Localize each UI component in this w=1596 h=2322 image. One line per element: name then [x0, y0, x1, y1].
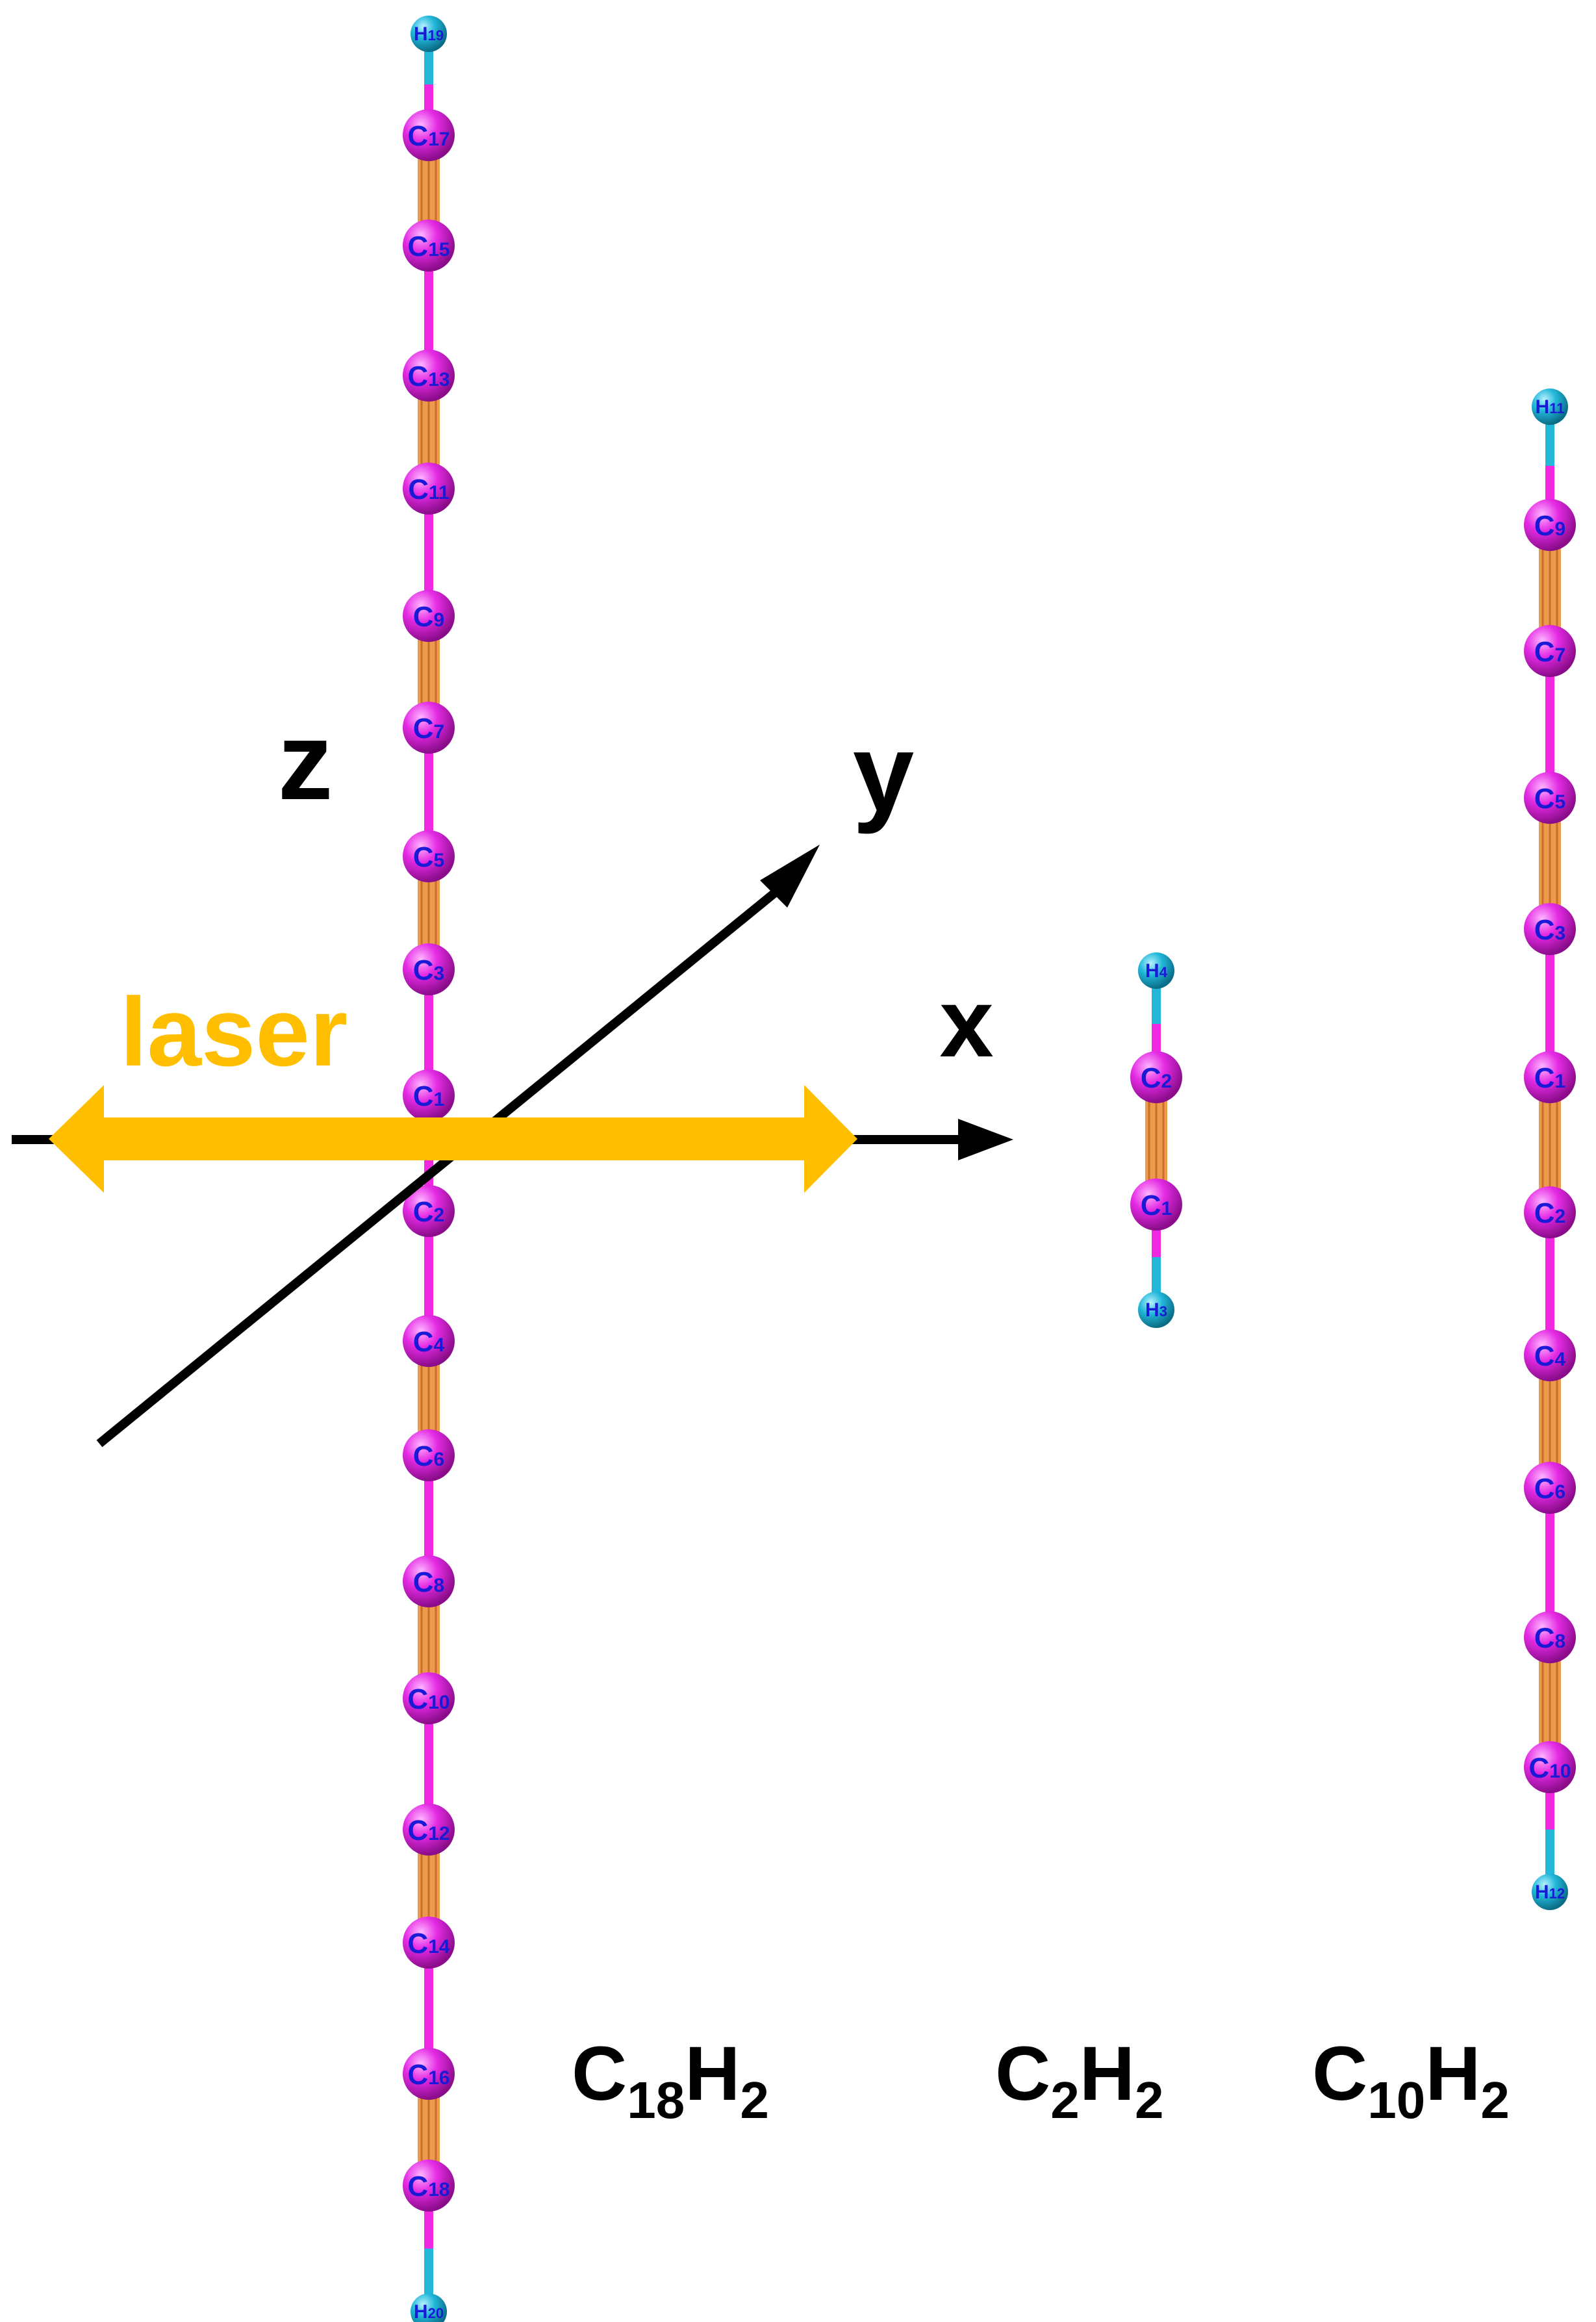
carbon-atom	[403, 1315, 455, 1367]
z-axis-label: z	[278, 700, 333, 823]
carbon-atom	[1524, 1051, 1576, 1103]
atom-label: C7	[413, 713, 444, 745]
carbon-atom	[403, 2160, 455, 2212]
atom-label: H20	[414, 2301, 444, 2322]
carbon-atom	[403, 1069, 455, 1121]
laser-arrow: laser	[49, 977, 857, 1193]
atom-label: C15	[407, 231, 450, 262]
hydrogen-atom	[1138, 952, 1174, 989]
x-axis-arrowhead	[958, 1119, 1013, 1160]
carbon-atom	[403, 1917, 455, 1969]
atom-label: C14	[407, 1928, 450, 1959]
hydrogen-atom	[411, 2293, 447, 2322]
carbon-atom	[1524, 1462, 1576, 1514]
atom-label: C12	[407, 1815, 450, 1846]
carbon-atom	[403, 590, 455, 642]
carbon-atom	[403, 1672, 455, 1724]
atom-label: C5	[413, 841, 444, 873]
carbon-atom	[403, 943, 455, 995]
atom-label: C8	[1534, 1622, 1565, 1654]
atom-label: C2	[413, 1196, 444, 1228]
carbon-atom	[1524, 499, 1576, 551]
laser-label: laser	[120, 977, 348, 1086]
atom-label: C2	[1141, 1062, 1172, 1094]
atom-label: C11	[408, 474, 450, 505]
atom-label: C10	[1528, 1752, 1571, 1784]
carbon-atom	[1524, 625, 1576, 677]
carbon-atom	[403, 2048, 455, 2100]
atom-label: C8	[413, 1566, 444, 1598]
hydrogen-atom	[1532, 389, 1568, 425]
atom-label: C5	[1534, 783, 1565, 815]
atom-label: C9	[413, 601, 444, 633]
formula-c18h2: C18H2	[572, 2031, 769, 2129]
carbon-atom	[403, 702, 455, 754]
laser-shaft	[88, 1117, 822, 1160]
y-axis-label: y	[853, 711, 915, 835]
carbon-atom	[403, 1555, 455, 1607]
carbon-atom	[403, 830, 455, 882]
carbon-atom	[1524, 1741, 1576, 1793]
atom-label: H4	[1145, 960, 1168, 982]
atom-label: C2	[1534, 1197, 1565, 1229]
atom-label: C3	[413, 954, 444, 986]
carbon-atom	[403, 1804, 455, 1856]
atom-label: C9	[1534, 510, 1565, 542]
atom-label: C1	[413, 1080, 444, 1112]
formula-c10h2: C10H2	[1312, 2031, 1510, 2129]
carbon-atom	[403, 463, 455, 515]
atom-label: H11	[1536, 396, 1565, 418]
carbon-atom	[1524, 772, 1576, 824]
hydrogen-atom	[1138, 1292, 1174, 1328]
atom-label: C13	[407, 361, 450, 392]
atom-label: C3	[1534, 914, 1565, 946]
atom-label: C4	[1534, 1340, 1566, 1372]
hydrogen-atom	[411, 16, 447, 52]
molecule-c18h2: H19C17C15C13C11C9C7C5C3C1C2C4C6C8C10C12C…	[403, 16, 455, 2322]
atom-label: C18	[407, 2171, 450, 2202]
carbon-atom	[1130, 1179, 1182, 1231]
atom-label: C7	[1534, 636, 1565, 668]
carbon-atom	[1524, 903, 1576, 955]
hydrogen-atom	[1532, 1874, 1568, 1910]
y-axis	[96, 874, 796, 1448]
carbon-atom	[403, 109, 455, 161]
x-axis-label: x	[939, 968, 993, 1077]
laser-arrowhead-right	[804, 1085, 857, 1193]
carbon-atom	[403, 220, 455, 272]
atom-label: H12	[1535, 1882, 1565, 1903]
atom-label: H19	[414, 23, 444, 45]
carbon-atom	[1130, 1051, 1182, 1103]
formula-c2h2: C2H2	[995, 2031, 1163, 2129]
atom-label: C16	[407, 2059, 450, 2091]
atom-label: C6	[1534, 1473, 1565, 1505]
carbon-atom	[1524, 1611, 1576, 1663]
atom-label: C17	[407, 120, 450, 152]
carbon-atom	[1524, 1186, 1576, 1238]
carbon-atom	[1524, 1329, 1576, 1381]
atom-label: H3	[1145, 1299, 1167, 1321]
carbon-atom	[403, 1185, 455, 1237]
carbon-atom	[403, 1429, 455, 1481]
laser-arrowhead-left	[49, 1085, 104, 1193]
carbon-atom	[403, 350, 455, 402]
atom-label: C1	[1141, 1190, 1172, 1221]
atom-label: C1	[1534, 1062, 1565, 1094]
atom-label: C10	[407, 1683, 450, 1715]
atom-label: C4	[413, 1326, 445, 1358]
y-axis-arrowhead	[760, 845, 820, 908]
atom-label: C6	[413, 1440, 444, 1472]
